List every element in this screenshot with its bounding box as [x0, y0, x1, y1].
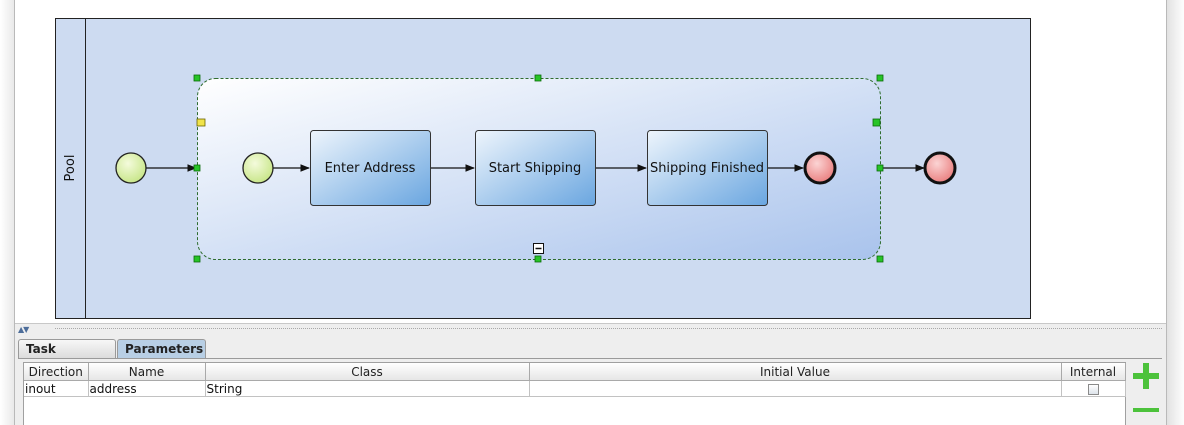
- collapse-arrows-icon[interactable]: ▲▼: [18, 325, 29, 334]
- cell-initial-value[interactable]: [529, 380, 1062, 397]
- cell-class[interactable]: String: [205, 380, 530, 397]
- start-event[interactable]: [115, 152, 147, 184]
- task-start-shipping[interactable]: Start Shipping: [475, 130, 596, 206]
- cell-name[interactable]: address: [88, 380, 206, 397]
- selection-handles[interactable]: [193, 74, 884, 263]
- window-frame-left: [0, 0, 15, 425]
- divider-grip: [55, 328, 1162, 332]
- tab-divider: [18, 358, 1162, 359]
- plus-icon-vertical: [1143, 363, 1149, 389]
- table-header-row: Direction Name Class Initial Value Inter…: [24, 363, 1126, 381]
- boundary-handle[interactable]: [196, 118, 206, 127]
- diagram-canvas[interactable]: Pool: [15, 0, 1166, 323]
- cell-internal: [1061, 380, 1126, 397]
- pool-label: Pool: [63, 155, 78, 182]
- parameters-table[interactable]: Direction Name Class Initial Value Inter…: [23, 362, 1126, 425]
- end-event[interactable]: [923, 151, 957, 185]
- subprocess-start-event[interactable]: [242, 152, 274, 184]
- properties-panel: Task Settings Parameters Direction Name …: [15, 336, 1166, 425]
- column-header-initial-value[interactable]: Initial Value: [529, 363, 1062, 381]
- table-row[interactable]: inout address String: [24, 380, 1126, 397]
- cell-direction[interactable]: inout: [24, 380, 89, 397]
- bpmn-diagram[interactable]: Pool: [15, 0, 1166, 323]
- add-parameter-button[interactable]: [1133, 363, 1159, 389]
- task-label: Shipping Finished: [650, 161, 764, 176]
- minus-icon: [1133, 408, 1159, 412]
- split-pane-divider[interactable]: ▲▼: [15, 323, 1166, 337]
- tab-task-settings[interactable]: Task Settings: [18, 339, 116, 375]
- task-label: Enter Address: [325, 161, 416, 176]
- window-frame-right: [1166, 0, 1184, 425]
- tab-parameters[interactable]: Parameters: [117, 339, 206, 358]
- task-shipping-finished[interactable]: Shipping Finished: [647, 130, 768, 206]
- internal-checkbox[interactable]: [1087, 383, 1099, 395]
- subprocess-end-event[interactable]: [803, 151, 837, 185]
- column-header-direction[interactable]: Direction: [24, 363, 89, 381]
- column-header-class[interactable]: Class: [205, 363, 530, 381]
- remove-parameter-button[interactable]: [1133, 408, 1159, 425]
- task-enter-address[interactable]: Enter Address: [310, 130, 431, 206]
- column-header-name[interactable]: Name: [88, 363, 206, 381]
- task-label: Start Shipping: [489, 161, 582, 176]
- collapse-icon[interactable]: [533, 243, 544, 254]
- column-header-internal[interactable]: Internal: [1061, 363, 1126, 381]
